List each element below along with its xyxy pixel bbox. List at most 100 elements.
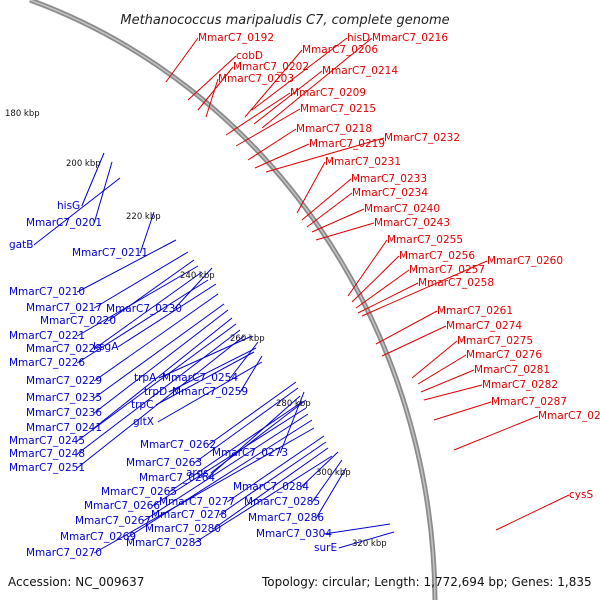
- gene-label: MmarC7_0304: [256, 528, 332, 540]
- label-connector: [315, 467, 347, 519]
- tick-label: 300 kbp: [316, 468, 351, 478]
- gene-label: MmarC7_0218: [296, 123, 372, 135]
- gene-label: MmarC7_0264: [139, 472, 215, 484]
- label-connector: [495, 494, 570, 531]
- label-connector: [93, 271, 203, 350]
- gene-label: MmarC7_0206: [302, 44, 378, 56]
- label-connector: [247, 128, 297, 161]
- accession-text: Accession: NC_009637: [8, 575, 144, 589]
- label-connector: [253, 70, 323, 125]
- label-connector: [93, 303, 225, 399]
- gene-label: MmarC7_0226: [9, 357, 85, 369]
- label-connector: [254, 143, 310, 169]
- gene-label: MmarC7_0292: [538, 410, 600, 422]
- gene-label: MmarC7_0201: [26, 217, 102, 229]
- label-connector: [375, 310, 438, 345]
- gene-label: hisG: [57, 200, 80, 212]
- label-connector: [76, 329, 241, 455]
- label-connector: [453, 415, 539, 451]
- gene-label: hisD: [347, 32, 370, 44]
- gene-label: MmarC7_0210: [9, 286, 85, 298]
- tick-label: 320 kbp: [352, 539, 387, 549]
- gene-label: MmarC7_0217: [26, 302, 102, 314]
- gene-label: MmarC7_0284: [233, 481, 309, 493]
- gene-label: MmarC7_0266: [84, 500, 160, 512]
- label-connector: [206, 395, 301, 479]
- gene-label: MmarC7_0261: [437, 305, 513, 317]
- gene-label: MmarC7_0255: [387, 234, 463, 246]
- gene-label: MmarC7_0282: [482, 379, 558, 391]
- gene-label: MmarC7_0203: [218, 73, 294, 85]
- label-connector: [306, 192, 353, 228]
- gene-label: MmarC7_0202: [233, 61, 309, 73]
- gene-label: MmarC7_0240: [364, 203, 440, 215]
- label-connector: [173, 267, 213, 310]
- gene-label: MmarC7_0270: [26, 547, 102, 559]
- tick-label: 240 kbp: [180, 271, 215, 281]
- gene-label: MmarC7_0229: [26, 375, 102, 387]
- gene-label: MmarC7_0276: [466, 349, 542, 361]
- label-connector: [117, 283, 217, 348]
- gene-label: MmarC7_0235: [26, 392, 102, 404]
- label-connector: [93, 427, 315, 554]
- gene-label: MmarC7_0259: [172, 386, 248, 398]
- gene-label: MmarC7_0248: [9, 448, 85, 460]
- tick-label: 260 kbp: [230, 334, 265, 344]
- gene-label: gltX: [133, 416, 154, 428]
- label-connector: [351, 255, 400, 303]
- label-connector: [93, 251, 189, 309]
- label-connector: [433, 401, 492, 421]
- gene-label: MmarC7_0245: [9, 435, 85, 447]
- label-connector: [315, 222, 375, 241]
- label-connector: [355, 269, 410, 309]
- label-connector: [139, 211, 155, 254]
- label-connector: [251, 37, 348, 111]
- label-connector: [76, 279, 209, 364]
- gene-label: MmarC7_0214: [322, 65, 398, 77]
- gene-label: MmarC7_0192: [198, 32, 274, 44]
- label-connector: [311, 208, 365, 233]
- label-connector: [296, 161, 326, 214]
- gene-label: MmarC7_0257: [409, 264, 485, 276]
- label-connector: [212, 447, 329, 530]
- gene-label: MmarC7_0220: [40, 315, 116, 327]
- gene-label: MmarC7_0281: [474, 364, 550, 376]
- label-connector: [423, 384, 483, 401]
- label-connector: [411, 340, 458, 379]
- gene-label: MmarC7_0265: [101, 486, 177, 498]
- label-connector: [151, 407, 307, 507]
- gene-label: MmarC7_0241: [26, 422, 102, 434]
- gene-label: MmarC7_0234: [352, 187, 428, 199]
- label-connector: [158, 335, 253, 379]
- label-connector: [155, 351, 255, 406]
- gene-label: MmarC7_0280: [145, 523, 221, 535]
- gene-label: MmarC7_0243: [374, 217, 450, 229]
- gene-label: gatB: [9, 239, 33, 251]
- label-connector: [205, 78, 219, 118]
- label-connector: [347, 239, 388, 297]
- gene-label: MmarC7_0269: [60, 531, 136, 543]
- label-connector: [76, 265, 199, 337]
- label-connector: [218, 441, 327, 516]
- gene-label: MmarC7_0286: [248, 512, 324, 524]
- label-connector: [324, 523, 391, 535]
- label-connector: [357, 282, 419, 314]
- gene-label: MmarC7_0254: [162, 372, 238, 384]
- label-connector: [417, 354, 467, 385]
- label-connector: [168, 401, 303, 493]
- label-connector: [381, 325, 447, 357]
- tick-label: 180 kbp: [5, 109, 40, 119]
- gene-label: MmarC7_0263: [126, 457, 202, 469]
- tick-label: 280 kbp: [276, 399, 311, 409]
- label-connector: [300, 451, 339, 488]
- label-connector: [265, 137, 385, 173]
- label-connector: [81, 152, 105, 207]
- label-connector: [311, 459, 343, 503]
- label-connector: [93, 317, 233, 429]
- label-connectors: [33, 37, 570, 554]
- tick-label: 220 kbp: [126, 212, 161, 222]
- label-connector: [239, 355, 263, 393]
